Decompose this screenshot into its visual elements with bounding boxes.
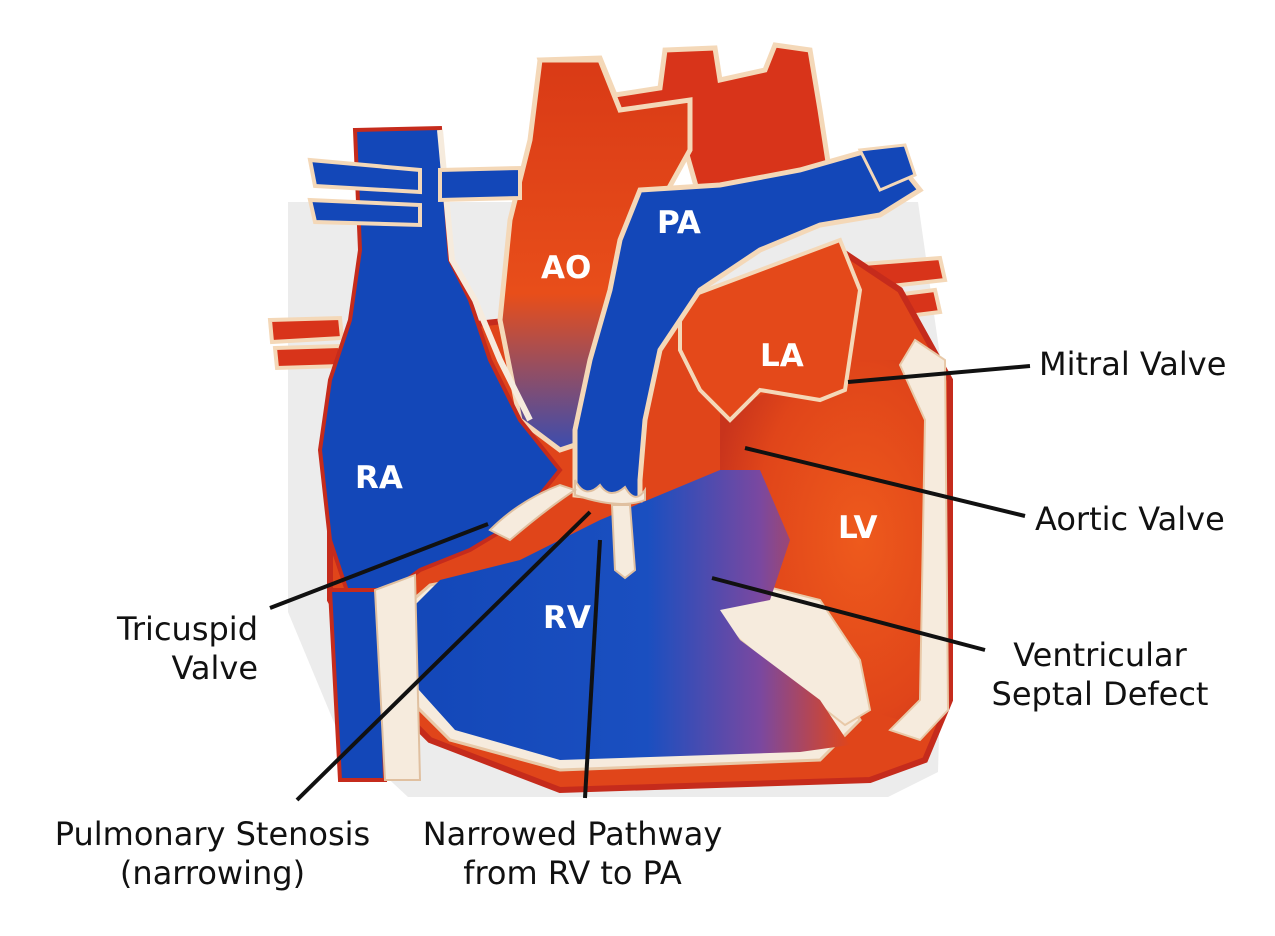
narrowed-pathway <box>610 504 637 580</box>
callout-aortic-valve-text: Aortic Valve <box>1035 500 1225 538</box>
label-left-atrium: LA <box>760 338 804 374</box>
label-pulmonary-artery: PA <box>657 205 701 241</box>
callout-tricuspid-valve: Tricuspid Valve <box>80 610 258 688</box>
label-left-ventricle: LV <box>838 510 878 546</box>
callout-aortic-valve: Aortic Valve <box>1035 500 1225 539</box>
callout-vsd-line1: Ventricular <box>1013 636 1187 674</box>
label-right-ventricle: RV <box>543 600 591 636</box>
callout-tricuspid-line1: Tricuspid <box>117 610 258 648</box>
pulmonary-valve <box>574 479 646 505</box>
superior-vena-cava <box>317 125 563 602</box>
vein-left-upper <box>267 315 345 345</box>
tricuspid-valve <box>488 483 578 542</box>
callout-stenosis-line2: (narrowing) <box>119 854 306 892</box>
callout-stenosis-line1: Pulmonary Stenosis <box>54 815 371 853</box>
pulmonary-artery-branch-center <box>438 165 522 203</box>
label-aorta: AO <box>541 250 592 286</box>
callout-ventricular-septal-defect: Ventricular Septal Defect <box>985 636 1215 714</box>
left-atrium <box>678 237 863 423</box>
leader-vsd <box>711 576 986 652</box>
leader-lines <box>269 364 1031 802</box>
callout-mitral-valve: Mitral Valve <box>1039 345 1226 384</box>
callout-vsd-line2: Septal Defect <box>991 675 1209 713</box>
callout-pulmonary-stenosis: Pulmonary Stenosis (narrowing) <box>40 815 385 893</box>
leader-pathway <box>583 539 602 799</box>
callout-mitral-valve-text: Mitral Valve <box>1039 345 1227 383</box>
callout-narrowed-pathway: Narrowed Pathway from RV to PA <box>405 815 740 893</box>
pulmonary-artery-tip <box>857 143 917 192</box>
label-right-atrium: RA <box>355 460 403 496</box>
leader-stenosis <box>295 510 592 802</box>
lv-wall <box>888 338 950 742</box>
pulmonary-artery-branch-left-1 <box>307 157 422 195</box>
leader-tricuspid <box>269 522 489 610</box>
svc-edge <box>437 129 533 422</box>
vein-left-lower <box>272 343 345 371</box>
pulmonary-artery-branch-left-2 <box>307 197 422 228</box>
leader-mitral <box>847 364 1031 384</box>
right-ventricle <box>400 470 850 760</box>
callout-pathway-line1: Narrowed Pathway <box>422 815 723 853</box>
callout-tricuspid-line2: Valve <box>171 649 258 687</box>
callout-pathway-line2: from RV to PA <box>463 854 682 892</box>
leader-aortic <box>744 446 1026 518</box>
